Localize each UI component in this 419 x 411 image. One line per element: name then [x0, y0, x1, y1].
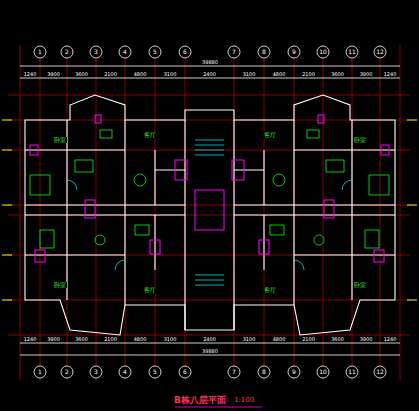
fixtures	[30, 130, 389, 248]
dimension-text: 2400	[202, 72, 217, 77]
axis-bubbles	[34, 46, 386, 378]
axis-number: 5	[152, 369, 158, 375]
dimension-text: 1240	[23, 72, 38, 77]
dimension-text: 2400	[202, 337, 217, 342]
dimension-text: 3100	[242, 337, 257, 342]
dimension-text: 2100	[301, 72, 316, 77]
dimension-text: 1240	[383, 337, 398, 342]
axis-number: 4	[122, 49, 128, 55]
axis-number: 10	[318, 49, 328, 55]
dimension-text: 2100	[103, 72, 118, 77]
room-name: 客厅	[263, 132, 277, 138]
dimension-text: 3900	[359, 72, 374, 77]
dimension-text: 3100	[163, 337, 178, 342]
room-name: 卧室	[353, 137, 367, 143]
axis-number: 11	[347, 49, 357, 55]
axis-number: 12	[375, 49, 385, 55]
axis-number: 7	[231, 369, 237, 375]
room-name: 客厅	[143, 287, 157, 293]
room-name: 卧室	[353, 282, 367, 288]
room-name: 卧室	[53, 282, 67, 288]
axis-number: 7	[231, 49, 237, 55]
dimension-text: 4800	[272, 72, 287, 77]
axis-number: 6	[182, 49, 188, 55]
dimension-text: 2100	[301, 337, 316, 342]
columns	[30, 115, 389, 262]
grid-lines	[8, 45, 410, 380]
room-name: 客厅	[263, 287, 277, 293]
axis-number: 9	[291, 369, 297, 375]
axis-number: 10	[318, 369, 328, 375]
axis-number: 8	[261, 369, 267, 375]
dimension-text: 4800	[272, 337, 287, 342]
dimension-text: 3900	[359, 337, 374, 342]
axis-number: 2	[64, 369, 70, 375]
axis-number: 3	[93, 49, 99, 55]
dimension-text: 4800	[133, 72, 148, 77]
dimension-text: 1240	[383, 72, 398, 77]
axis-number: 11	[347, 369, 357, 375]
axis-number: 2	[64, 49, 70, 55]
dimension-text: 3100	[163, 72, 178, 77]
doors	[67, 140, 352, 285]
dimension-text: 3600	[330, 72, 345, 77]
dimension-text: 3900	[46, 337, 61, 342]
dimension-text: 3900	[46, 72, 61, 77]
axis-number: 5	[152, 49, 158, 55]
axis-number: 1	[37, 369, 43, 375]
axis-number: 6	[182, 369, 188, 375]
dimension-text: 1240	[23, 337, 38, 342]
dimension-text: 3100	[242, 72, 257, 77]
dimension-text: 2100	[103, 337, 118, 342]
title-underline	[175, 407, 262, 408]
dimension-total: 39880	[201, 60, 219, 65]
dimension-text: 3600	[330, 337, 345, 342]
axis-number: 12	[375, 369, 385, 375]
axis-number: 9	[291, 49, 297, 55]
dimension-text: 4800	[133, 337, 148, 342]
dimension-text: 3600	[74, 337, 89, 342]
room-name: 卧室	[53, 137, 67, 143]
dimension-text: 3600	[74, 72, 89, 77]
scale-note: 1:100	[233, 397, 255, 404]
room-name: 客厅	[143, 132, 157, 138]
axis-number: 4	[122, 369, 128, 375]
walls	[25, 95, 395, 335]
axis-number: 8	[261, 49, 267, 55]
dimension-total: 39880	[201, 349, 219, 354]
dimension-lines	[20, 66, 400, 355]
axis-number: 1	[37, 49, 43, 55]
plan-title: B栋八层平面	[173, 396, 227, 405]
axis-number: 3	[93, 369, 99, 375]
axis-ticks	[2, 120, 417, 300]
